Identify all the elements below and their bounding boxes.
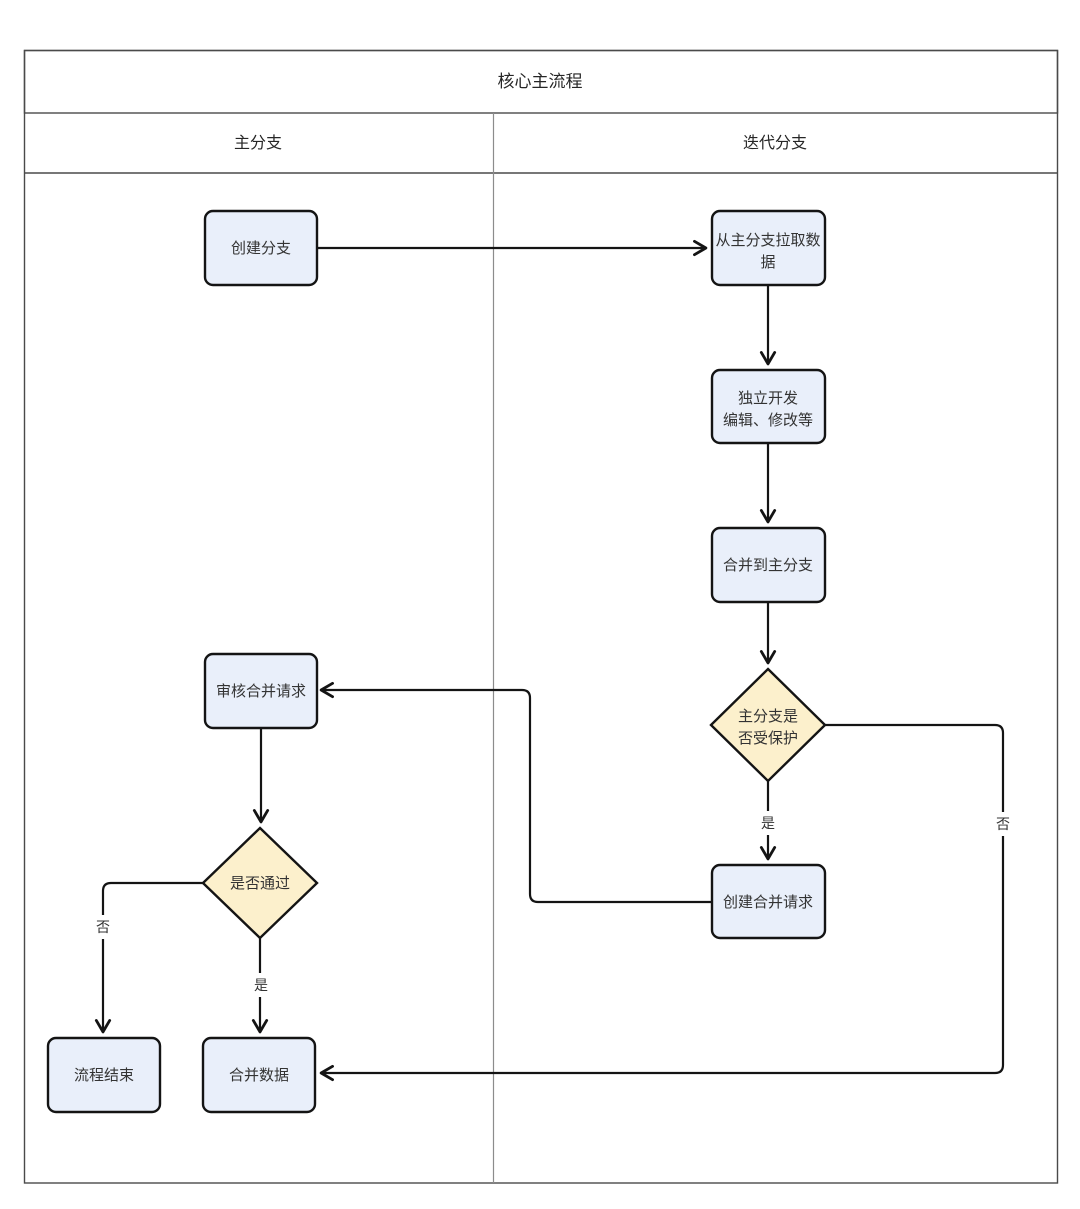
node-create-merge-request-label: 创建合并请求: [723, 894, 813, 911]
decision-is-protected: 主分支是 否受保护: [709, 667, 827, 783]
node-process-end: 流程结束: [46, 1036, 162, 1114]
node-process-end-label: 流程结束: [74, 1067, 134, 1084]
node-independent-dev-label-line2: 编辑、修改等: [723, 411, 813, 429]
edge-label-bg: [93, 915, 113, 939]
edge-label-bg: [993, 812, 1013, 836]
node-merge-to-main: 合并到主分支: [710, 526, 827, 604]
node-create-branch-label: 创建分支: [231, 240, 291, 257]
edge-labels: 是 否 否 是: [93, 811, 1013, 997]
lane-header-iteration-branch: 迭代分支: [743, 134, 807, 152]
decision-is-protected-label-line2: 否受保护: [738, 730, 798, 747]
nodes: 创建分支 从主分支拉取数 据 独立开发 编辑、修改等 合并到主分支 主分支是 否…: [46, 209, 827, 1114]
edge-label-protected-yes: 是: [761, 815, 775, 831]
node-merge-data-label: 合并数据: [229, 1067, 289, 1084]
swimlane-frame: 核心主流程 主分支 迭代分支: [23, 49, 1059, 1184]
node-process-end-shape: [46, 1036, 162, 1114]
edge-is-protected-no-to-merge-data: [319, 723, 1005, 1082]
edge-create-merge-request-to-review: [319, 681, 714, 904]
edge-is-approved-no-to-process-end: [94, 881, 205, 1034]
node-merge-data: 合并数据: [201, 1036, 317, 1114]
outer-border: [23, 49, 1059, 1184]
node-pull-data: 从主分支拉取数 据: [710, 209, 827, 287]
edge-label-protected-no: 否: [996, 816, 1010, 832]
node-create-merge-request-shape: [710, 863, 827, 940]
node-review-merge-request: 审核合并请求: [203, 652, 319, 730]
decision-is-approved-label: 是否通过: [230, 875, 290, 892]
node-independent-dev-label-line1: 独立开发: [738, 390, 798, 407]
diagram-title: 核心主流程: [498, 72, 583, 91]
edge-label-approved-no: 否: [96, 919, 110, 935]
node-create-merge-request: 创建合并请求: [710, 863, 827, 940]
decision-is-protected-label-line1: 主分支是: [738, 708, 798, 725]
edges: [94, 239, 1005, 1082]
decision-is-approved: 是否通过: [201, 826, 319, 940]
edge-label-approved-yes: 是: [254, 977, 268, 993]
node-review-merge-request-shape: [203, 652, 319, 730]
diagram-title-band: [23, 49, 1059, 114]
lane-header-main-branch: 主分支: [234, 134, 282, 152]
edge-label-bg: [758, 811, 778, 835]
node-merge-to-main-shape: [710, 526, 827, 604]
node-create-branch: 创建分支: [203, 209, 319, 287]
decision-is-protected-shape: [709, 667, 827, 783]
node-independent-dev-shape: [710, 368, 827, 445]
node-independent-dev: 独立开发 编辑、修改等: [710, 368, 827, 445]
node-pull-data-label-line2: 据: [760, 254, 775, 271]
node-merge-to-main-label: 合并到主分支: [723, 557, 813, 574]
edge-label-bg: [251, 973, 271, 997]
node-review-merge-request-label: 审核合并请求: [216, 683, 306, 700]
node-create-branch-shape: [203, 209, 319, 287]
node-pull-data-shape: [710, 209, 827, 287]
node-pull-data-label-line1: 从主分支拉取数: [715, 232, 820, 249]
node-merge-data-shape: [201, 1036, 317, 1114]
decision-is-approved-shape: [201, 826, 319, 940]
